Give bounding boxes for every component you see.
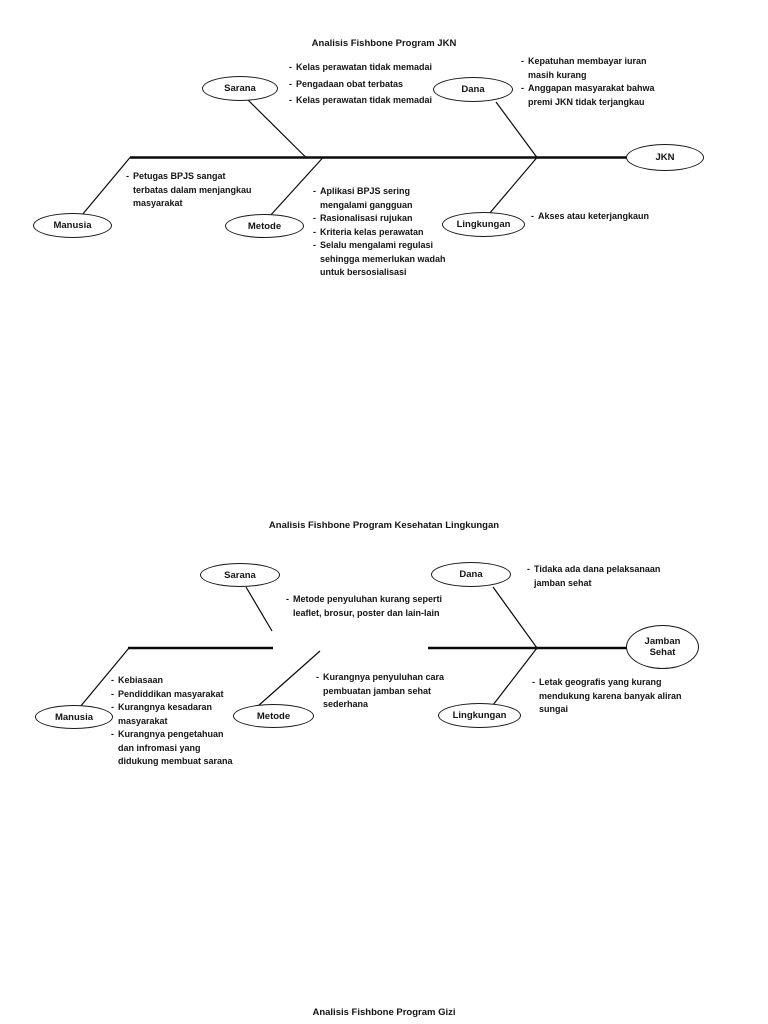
cause-item: - Selalu mengalami regulasi sehingga mem… [313, 239, 468, 280]
cause-item: - Tidaka ada dana pelaksanaan jamban seh… [527, 563, 687, 590]
cause-text: Tidaka ada dana pelaksanaan jamban sehat [534, 564, 661, 588]
head-node-jamban-sehat: Jamban Sehat [626, 625, 699, 669]
cause-text: Kebiasaan [118, 675, 164, 685]
cause-list-manusia-jkn: - Petugas BPJS sangat terbatas dalam men… [126, 170, 291, 211]
cause-list-sarana-jkn: - Kelas perawatan tidak memadai - Pengad… [289, 61, 469, 111]
cause-item: - Kriteria kelas perawatan [313, 226, 468, 240]
cause-list-sarana-kesling: - Metode penyuluhan kurang seperti leafl… [286, 593, 456, 620]
cause-item: - Anggapan masyarakat bahwa premi JKN ti… [521, 82, 671, 109]
cause-text: Anggapan masyarakat bahwa premi JKN tida… [528, 83, 655, 107]
cause-text: Kurangnya kesadaran masyarakat [118, 702, 213, 726]
cause-list-dana-jkn: - Kepatuhan membayar iuran masih kurang … [521, 55, 671, 109]
cause-text: Pendiddikan masyarakat [118, 688, 224, 699]
cause-item: - Pendiddikan masyarakat [111, 688, 266, 702]
bullet-dash: - [316, 672, 319, 682]
sarana-bone-jkn [246, 98, 307, 158]
bullet-dash: - [286, 594, 289, 604]
cause-text: Kepatuhan membayar iuran masih kurang [528, 56, 647, 80]
bullet-dash: - [313, 186, 316, 196]
cause-item: - Kebiasaan [111, 674, 266, 688]
cause-list-dana-kesling: - Tidaka ada dana pelaksanaan jamban seh… [527, 563, 687, 590]
cause-list-lingkungan-kesling: - Letak geografis yang kurang mendukung … [532, 676, 707, 717]
bullet-dash: - [527, 564, 530, 574]
diagram-title-gizi: Analisis Fishbone Program Gizi [312, 1007, 456, 1018]
manusia-bone-jkn [81, 157, 131, 216]
bullet-dash: - [111, 729, 114, 739]
bullet-dash: - [111, 675, 114, 685]
bullet-dash: - [289, 95, 292, 105]
cause-text: Kriteria kelas perawatan [320, 226, 424, 237]
cause-item: - Kepatuhan membayar iuran masih kurang [521, 55, 671, 82]
bullet-dash: - [521, 56, 524, 66]
cause-item: - Petugas BPJS sangat terbatas dalam men… [126, 170, 291, 211]
bullet-dash: - [111, 702, 114, 712]
cause-text: Kurangnya pengetahuan dan infromasi yang… [118, 729, 233, 766]
sarana-bone-kesling [245, 586, 273, 632]
cause-item: - Letak geografis yang kurang mendukung … [532, 676, 707, 717]
diagram-title-kesling: Analisis Fishbone Program Kesehatan Ling… [268, 520, 500, 531]
cause-text: Akses atau keterjangkaun [538, 211, 650, 221]
diagram-title-jkn: Analisis Fishbone Program JKN [311, 38, 457, 49]
bullet-dash: - [126, 171, 129, 181]
manusia-bone-kesling [79, 647, 130, 708]
cause-item: - Metode penyuluhan kurang seperti leafl… [286, 593, 456, 620]
cause-item: - Kurangnya pengetahuan dan infromasi ya… [111, 728, 266, 769]
lingkungan-bone-kesling [492, 647, 538, 706]
dana-bone-kesling [492, 586, 538, 649]
cause-text: Kurangnya penyuluhan cara pembuatan jamb… [323, 672, 445, 709]
cause-text: Pengadaan obat terbatas [296, 78, 404, 89]
cause-list-lingkungan-jkn: - Akses atau keterjangkaun [531, 210, 691, 224]
cause-item: - Akses atau keterjangkaun [531, 210, 691, 224]
bullet-dash: - [521, 83, 524, 93]
cause-text: Selalu mengalami regulasi sehingga memer… [320, 240, 446, 277]
bullet-dash: - [313, 226, 316, 237]
cause-item: - Kurangnya kesadaran masyarakat [111, 701, 266, 728]
category-node-dana-kesling: Dana [431, 562, 511, 587]
bullet-dash: - [531, 211, 534, 221]
category-node-lingkungan-jkn: Lingkungan [442, 212, 525, 237]
cause-item: - Kelas perawatan tidak memadai [289, 94, 469, 108]
cause-item: - Kelas perawatan tidak memadai [289, 61, 469, 75]
bullet-dash: - [313, 213, 316, 223]
dana-bone-jkn [495, 101, 538, 158]
cause-list-metode-kesling: - Kurangnya penyuluhan cara pembuatan ja… [316, 671, 471, 712]
category-node-manusia-jkn: Manusia [33, 213, 112, 238]
cause-item: - Aplikasi BPJS sering mengalami ganggua… [313, 185, 468, 212]
cause-item: - Kurangnya penyuluhan cara pembuatan ja… [316, 671, 471, 712]
cause-text: Letak geografis yang kurang mendukung ka… [539, 677, 682, 714]
cause-item: - Pengadaan obat terbatas [289, 78, 469, 92]
cause-text: Aplikasi BPJS sering mengalami gangguan [320, 186, 413, 210]
metode-bone-jkn [268, 157, 324, 218]
cause-item: - Rasionalisasi rujukan [313, 212, 468, 226]
category-node-metode-kesling: Metode [233, 704, 314, 728]
bullet-dash: - [313, 240, 316, 250]
cause-text: Rasionalisasi rujukan [320, 213, 413, 223]
cause-text: Kelas perawatan tidak memadai [296, 95, 433, 105]
cause-text: Petugas BPJS sangat terbatas dalam menja… [133, 171, 252, 208]
cause-list-manusia-kesling: - Kebiasaan - Pendiddikan masyarakat - K… [111, 674, 266, 769]
category-node-manusia-kesling: Manusia [35, 705, 113, 729]
bullet-dash: - [532, 677, 535, 687]
lingkungan-bone-jkn [488, 157, 538, 215]
bullet-dash: - [289, 78, 292, 89]
category-node-lingkungan-kesling: Lingkungan [438, 703, 521, 728]
category-node-sarana-kesling: Sarana [200, 563, 280, 587]
category-node-metode-jkn: Metode [225, 214, 304, 238]
cause-text: Kelas perawatan tidak memadai [296, 62, 433, 72]
cause-list-metode-jkn: - Aplikasi BPJS sering mengalami ganggua… [313, 185, 468, 280]
bullet-dash: - [111, 688, 114, 699]
category-node-sarana-jkn: Sarana [202, 76, 278, 101]
category-node-dana-jkn: Dana [433, 77, 513, 102]
metode-bone-kesling [257, 650, 321, 707]
head-node-jkn: JKN [626, 144, 704, 171]
bullet-dash: - [289, 62, 292, 72]
cause-text: Metode penyuluhan kurang seperti leaflet… [293, 594, 443, 618]
